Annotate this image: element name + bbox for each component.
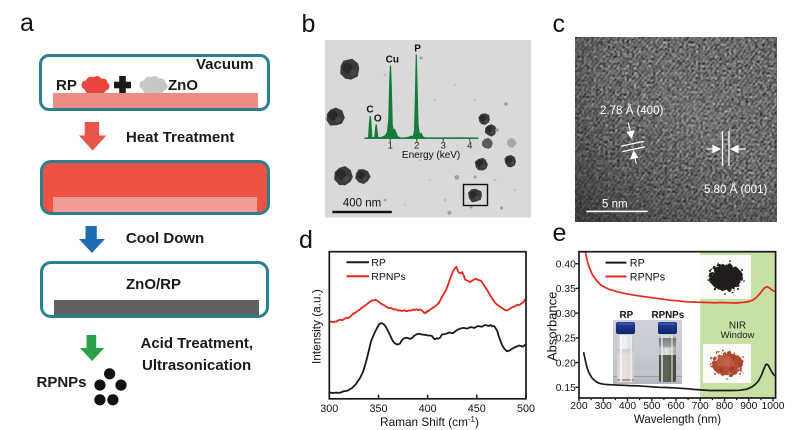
svg-text:0.25: 0.25 xyxy=(556,334,576,345)
svg-text:600: 600 xyxy=(667,401,684,412)
svg-text:400 nm: 400 nm xyxy=(342,197,380,209)
svg-text:0.40: 0.40 xyxy=(556,259,576,270)
svg-text:500: 500 xyxy=(643,401,660,412)
svg-text:1: 1 xyxy=(387,141,392,152)
svg-text:1000: 1000 xyxy=(762,401,785,412)
svg-text:P: P xyxy=(414,44,421,55)
svg-text:300: 300 xyxy=(320,403,338,415)
svg-text:400: 400 xyxy=(619,401,636,412)
svg-text:Cu: Cu xyxy=(385,54,398,65)
svg-text:200: 200 xyxy=(570,401,587,412)
svg-text:Raman Shift (cm-1): Raman Shift (cm-1) xyxy=(380,415,479,430)
svg-text:500: 500 xyxy=(517,403,535,415)
svg-text:400: 400 xyxy=(419,403,437,415)
svg-text:RPNPs: RPNPs xyxy=(630,271,666,283)
svg-text:700: 700 xyxy=(692,401,709,412)
svg-text:C: C xyxy=(366,105,373,116)
svg-text:900: 900 xyxy=(740,401,757,412)
svg-text:0.30: 0.30 xyxy=(556,309,576,320)
svg-text:5 nm: 5 nm xyxy=(602,199,628,211)
svg-text:Absorbance: Absorbance xyxy=(545,292,560,361)
svg-text:800: 800 xyxy=(716,401,733,412)
svg-text:2.78 Å (400): 2.78 Å (400) xyxy=(600,104,663,117)
svg-text:RP: RP xyxy=(371,257,386,269)
svg-text:Intensity (a.u.): Intensity (a.u.) xyxy=(309,289,323,364)
svg-text:RP: RP xyxy=(630,257,645,269)
svg-text:RPNPs: RPNPs xyxy=(371,271,405,283)
svg-text:Window: Window xyxy=(721,330,755,341)
svg-text:450: 450 xyxy=(468,403,486,415)
svg-text:0.35: 0.35 xyxy=(556,284,576,295)
svg-text:2: 2 xyxy=(414,141,419,152)
svg-text:O: O xyxy=(373,114,381,125)
svg-text:0.15: 0.15 xyxy=(556,383,576,394)
svg-text:4: 4 xyxy=(467,141,472,152)
svg-text:0.20: 0.20 xyxy=(556,358,576,369)
svg-text:5.80 Å (001): 5.80 Å (001) xyxy=(704,183,767,196)
svg-text:NIR: NIR xyxy=(729,320,746,331)
svg-text:300: 300 xyxy=(595,401,612,412)
svg-text:Wavelength (nm): Wavelength (nm) xyxy=(634,414,721,426)
svg-text:3: 3 xyxy=(440,141,445,152)
svg-text:Energy (keV): Energy (keV) xyxy=(401,150,459,161)
svg-text:350: 350 xyxy=(369,403,387,415)
